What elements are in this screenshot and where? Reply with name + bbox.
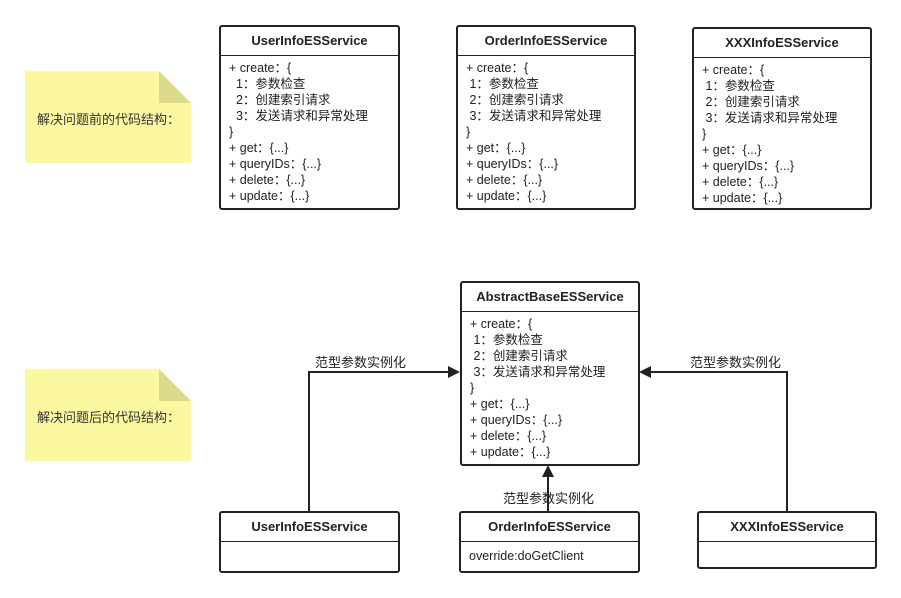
method-line: + queryIDs：{...} [229, 157, 322, 171]
class-xxxinfo-before: XXXInfoESService + create：{ 1：参数检查 2：创建索… [692, 27, 872, 210]
method-line: 2：创建索引请求 [229, 93, 331, 107]
edge-left [308, 366, 460, 511]
method-line: 1：参数检查 [470, 333, 543, 347]
class-name: AbstractBaseESService [462, 283, 638, 312]
edge-label-middle: 范型参数实例化 [503, 491, 595, 506]
class-name: OrderInfoESService [458, 27, 634, 56]
class-orderinfo-before: OrderInfoESService + create：{ 1：参数检查 2：创… [456, 25, 636, 210]
class-name: OrderInfoESService [461, 513, 638, 542]
class-name: XXXInfoESService [699, 513, 875, 542]
method-line: } [229, 125, 234, 139]
method-line: 3：发送请求和异常处理 [466, 109, 602, 123]
method-line: 1：参数检查 [702, 79, 775, 93]
note-before-text: 解决问题前的代码结构： [37, 112, 181, 127]
class-body: override:doGetClient [469, 549, 584, 563]
class-xxxinfo-after: XXXInfoESService [697, 511, 877, 569]
method-line: + get：{...} [229, 141, 289, 155]
method-line: + update：{...} [702, 191, 783, 205]
method-line: + delete：{...} [466, 173, 543, 187]
class-orderinfo-after: OrderInfoESService override:doGetClient [459, 511, 640, 573]
method-line: + create：{ [229, 61, 292, 75]
class-userinfo-before: UserInfoESService + create：{ 1：参数检查 2：创建… [219, 25, 400, 210]
method-line: + delete：{...} [229, 173, 306, 187]
method-line: } [470, 381, 475, 395]
note-fold [159, 369, 191, 401]
method-line: 1：参数检查 [466, 77, 539, 91]
method-line: + get：{...} [466, 141, 526, 155]
method-line: + update：{...} [470, 445, 551, 459]
method-line: + update：{...} [229, 189, 310, 203]
note-before: 解决问题前的代码结构： [25, 71, 191, 163]
method-line: + delete：{...} [702, 175, 779, 189]
method-line: 3：发送请求和异常处理 [702, 111, 838, 125]
class-userinfo-after: UserInfoESService [219, 511, 400, 573]
class-methods: + create：{ 1：参数检查 2：创建索引请求 3：发送请求和异常处理 }… [221, 56, 398, 208]
method-line: + create：{ [470, 317, 533, 331]
method-line: 3：发送请求和异常处理 [229, 109, 368, 123]
method-line: 2：创建索引请求 [470, 349, 568, 363]
class-body [221, 542, 398, 550]
method-line: + queryIDs：{...} [470, 413, 563, 427]
note-after: 解决问题后的代码结构： [25, 369, 191, 461]
class-methods: + create：{ 1：参数检查 2：创建索引请求 3：发送请求和异常处理 }… [458, 56, 634, 208]
class-abstract-base: AbstractBaseESService + create：{ 1：参数检查 … [460, 281, 640, 466]
class-methods: + create：{ 1：参数检查 2：创建索引请求 3：发送请求和异常处理 }… [694, 58, 870, 210]
note-fold [159, 71, 191, 103]
edge-label-left: 范型参数实例化 [315, 355, 407, 370]
method-line: 1：参数检查 [229, 77, 306, 91]
method-line: + queryIDs：{...} [702, 159, 795, 173]
method-line: + create：{ [466, 61, 529, 75]
class-name: XXXInfoESService [694, 29, 870, 58]
method-line: + delete：{...} [470, 429, 547, 443]
class-name: UserInfoESService [221, 513, 398, 542]
edge-label-right: 范型参数实例化 [690, 355, 782, 370]
class-body [699, 542, 875, 550]
note-after-text: 解决问题后的代码结构： [37, 410, 181, 425]
method-line: + update：{...} [466, 189, 547, 203]
method-line: + get：{...} [470, 397, 530, 411]
method-line: } [702, 127, 707, 141]
class-methods: + create：{ 1：参数检查 2：创建索引请求 3：发送请求和异常处理 }… [462, 312, 638, 464]
method-line: + queryIDs：{...} [466, 157, 559, 171]
method-line: + get：{...} [702, 143, 762, 157]
method-line: + create：{ [702, 63, 765, 77]
method-line: } [466, 125, 471, 139]
method-line: 2：创建索引请求 [702, 95, 800, 109]
edge-right [639, 366, 788, 511]
class-name: UserInfoESService [221, 27, 398, 56]
method-line: 2：创建索引请求 [466, 93, 564, 107]
method-line: 3：发送请求和异常处理 [470, 365, 606, 379]
